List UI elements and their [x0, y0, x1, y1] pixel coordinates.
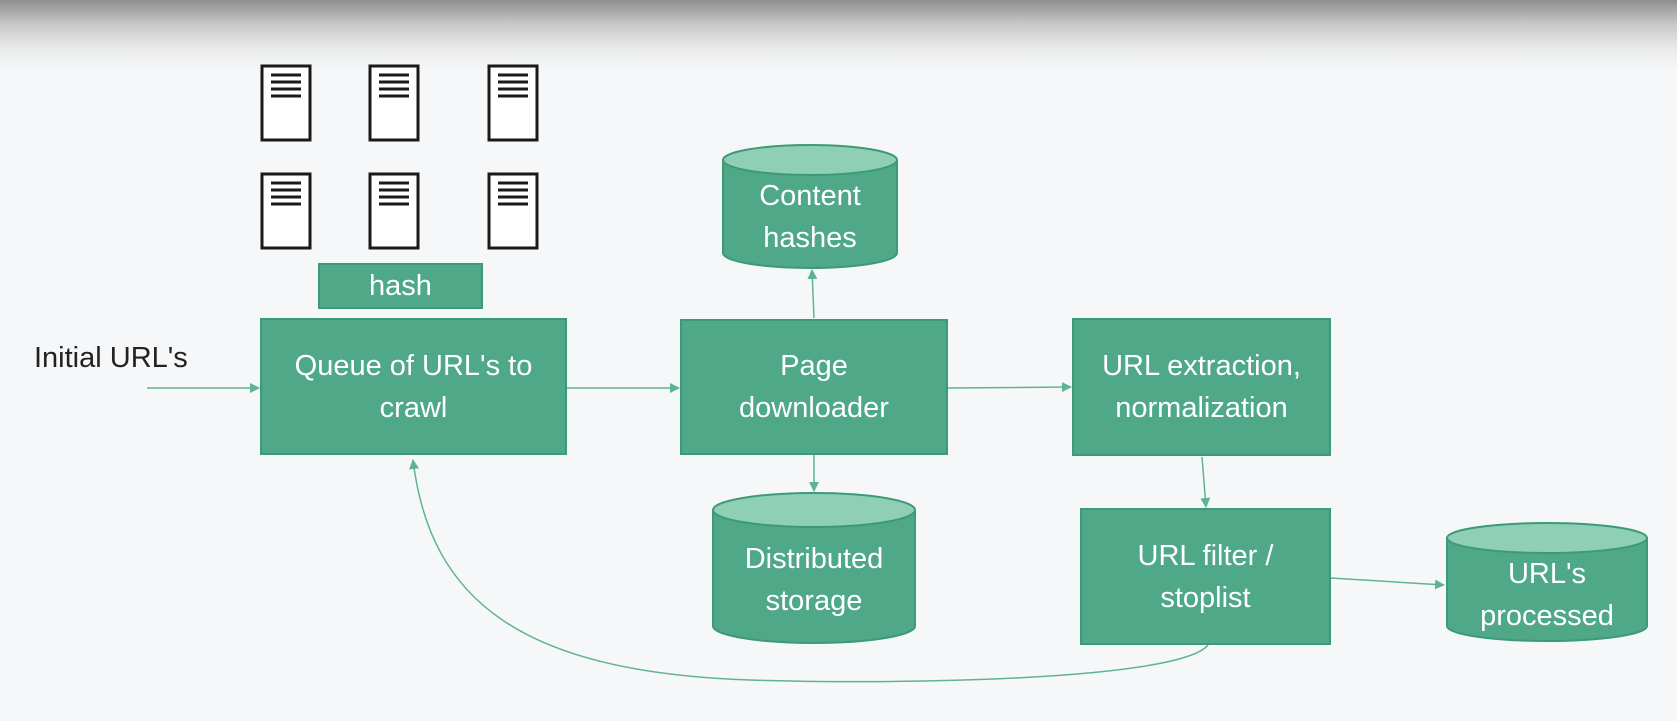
queue-box: Queue of URL's to crawl	[260, 318, 567, 455]
distributed-storage-text: Distributed storage	[718, 535, 910, 625]
url-filter-label: URL filter / stoplist	[1137, 539, 1274, 614]
urls-processed-db	[1446, 522, 1648, 642]
urls-processed-label: URL's processed	[1480, 558, 1614, 632]
top-shadow	[0, 0, 1677, 70]
server-icon-5	[368, 172, 420, 250]
hash-box: hash	[318, 263, 483, 309]
hash-label: hash	[369, 270, 432, 302]
server-icon-3	[487, 64, 539, 142]
distributed-storage-db	[712, 492, 916, 644]
content-hashes-label: Content hashes	[759, 180, 861, 254]
url-extraction-box: URL extraction, normalization	[1072, 318, 1331, 456]
arrow-downloader-to-extraction	[947, 382, 1072, 393]
arrow-extraction-to-filter	[1200, 456, 1211, 508]
distributed-storage-label: Distributed storage	[744, 543, 884, 617]
server-icon-4	[260, 172, 312, 250]
initial-urls-label: Initial URL's	[34, 342, 188, 374]
server-icon-1	[260, 64, 312, 142]
page-downloader-label: Page downloader	[739, 350, 889, 424]
arrow-filter-to-queue-loop	[409, 459, 1209, 683]
queue-label: Queue of URL's to crawl	[294, 349, 533, 424]
page-downloader-box: Page downloader	[680, 319, 948, 455]
arrow-filter-to-processed	[1330, 577, 1445, 590]
content-hashes-text: Content hashes	[735, 172, 885, 262]
urls-processed-text: URL's processed	[1462, 550, 1632, 640]
server-icon-2	[368, 64, 420, 142]
arrow-downloader-to-content-hashes	[807, 269, 818, 319]
content-hashes-db	[722, 144, 898, 269]
url-filter-box: URL filter / stoplist	[1080, 508, 1331, 645]
url-extraction-label: URL extraction, normalization	[1102, 350, 1301, 424]
server-icon-6	[487, 172, 539, 250]
